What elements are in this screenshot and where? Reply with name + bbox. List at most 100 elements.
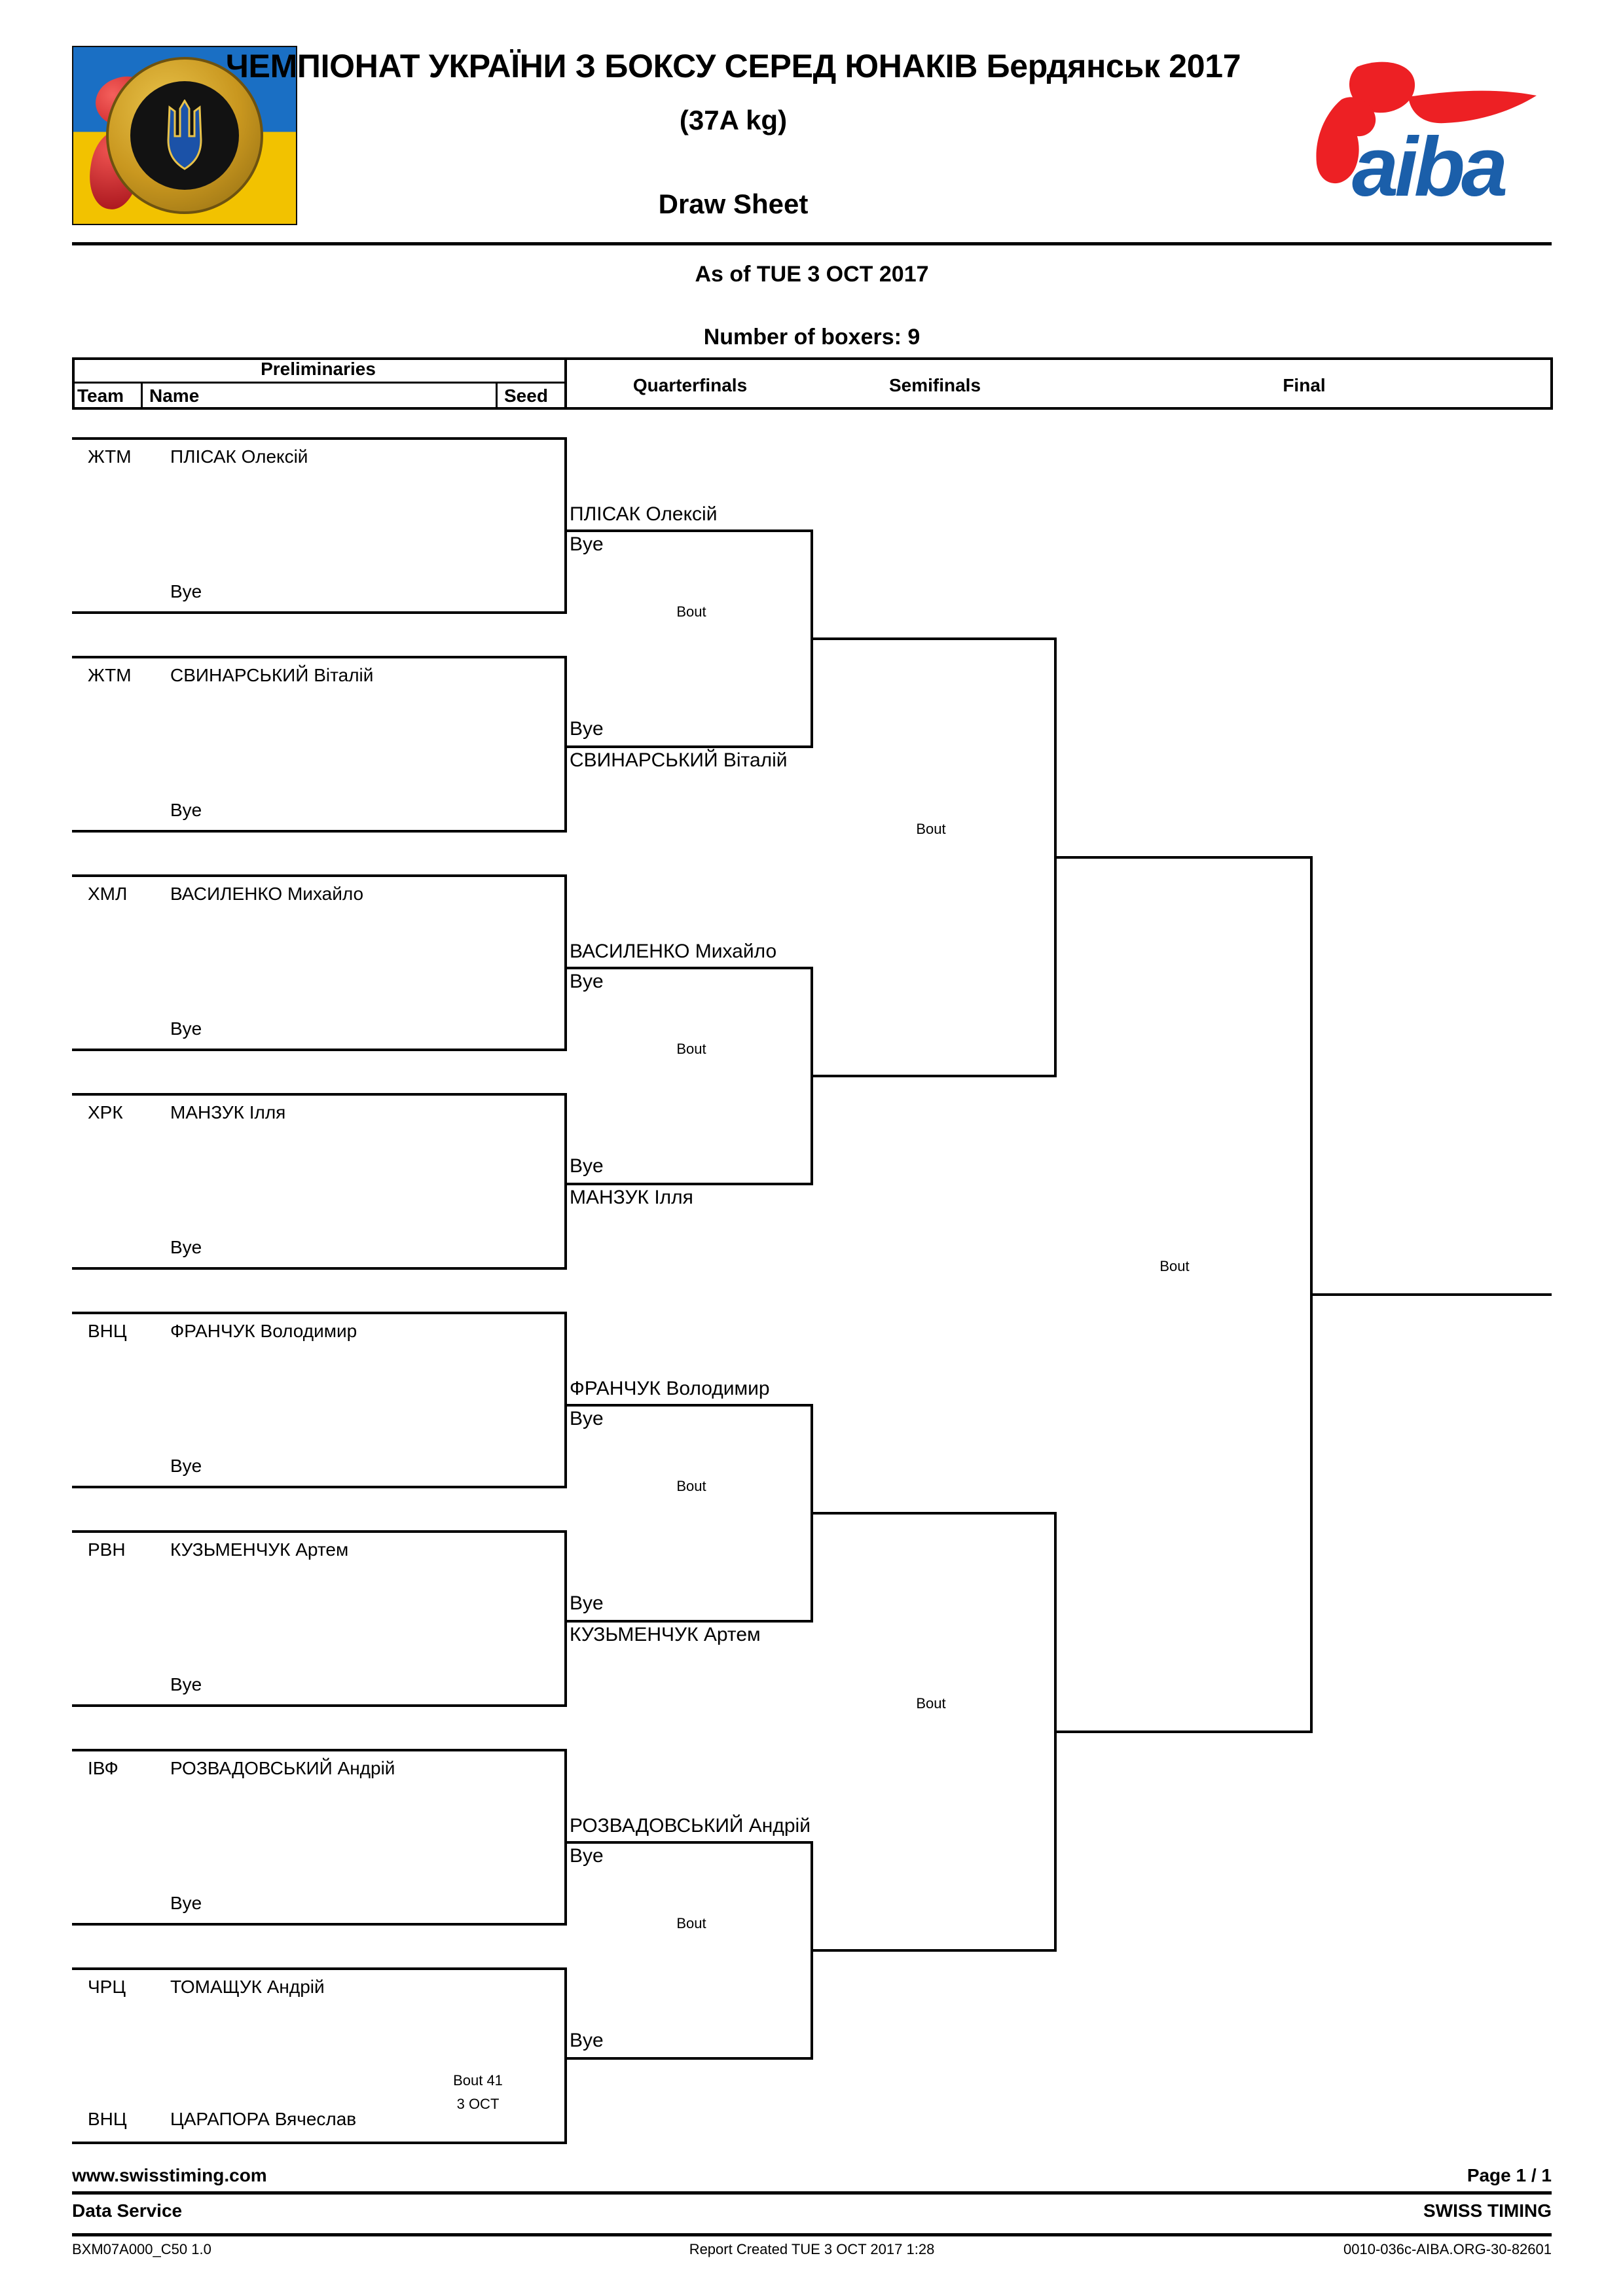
- aiba-swoosh-icon: [1316, 62, 1537, 184]
- prelim-right-rule: [564, 1312, 567, 1488]
- column-header-semifinals: Semifinals: [888, 375, 981, 395]
- qf-advancing-name: ВАСИЛЕНКО Михайло: [570, 941, 777, 962]
- column-header-seed: Seed: [498, 384, 567, 410]
- prelim-bottom-rule: [72, 1486, 567, 1488]
- qf-bout-label: Bout: [676, 1041, 706, 1057]
- qf-slot-bye: Bye: [570, 2030, 604, 2051]
- qf-slot-bye: Bye: [570, 718, 604, 740]
- qf-slot-bye: Bye: [570, 1408, 604, 1429]
- as-of-date: As of TUE 3 OCT 2017: [695, 262, 929, 287]
- prelim-boxer-name: КУЗЬМЕНЧУК Артем: [170, 1539, 349, 1560]
- footer-data-service: Data Service: [72, 2200, 183, 2221]
- prelim-right-rule: [564, 1530, 567, 1707]
- footer-reference: 0010-036c-AIBA.ORG-30-82601: [1343, 2241, 1552, 2257]
- prelim-bout-date: 3 OCT: [456, 2096, 500, 2112]
- prelim-opponent-bye: Bye: [170, 800, 202, 820]
- prelim-bottom-rule: [72, 611, 567, 614]
- qf-top-rule: [567, 1841, 813, 1844]
- qf-advancing-name: ФРАНЧУК Володимир: [570, 1378, 770, 1399]
- qf-bottom-rule: [567, 1183, 813, 1185]
- federation-seal-ring: [106, 57, 263, 214]
- qf-bottom-rule: [567, 2057, 813, 2060]
- page-header: ЧЕМПІОНАТ УКРАЇНИ З БОКСУ СЕРЕД ЮНАКІВ Б…: [0, 0, 1623, 245]
- qf-slot-bye: Bye: [570, 1155, 604, 1177]
- qf-advancing-name: ПЛІСАК Олексій: [570, 503, 718, 525]
- prelim-bottom-rule: [72, 830, 567, 833]
- prelim-boxer-name: ПЛІСАК Олексій: [170, 446, 308, 467]
- header-divider: [72, 242, 1552, 245]
- qf-advancing-name: МАНЗУК Ілля: [570, 1187, 693, 1208]
- weight-class-label: (37A kg): [679, 105, 788, 135]
- page-title: ЧЕМПІОНАТ УКРАЇНИ З БОКСУ СЕРЕД ЮНАКІВ Б…: [225, 48, 1241, 84]
- sf-right-rule: [1054, 637, 1057, 1077]
- prelim-team-code: ВНЦ: [88, 2109, 127, 2129]
- federation-logo: [72, 46, 297, 225]
- qf-bout-label: Bout: [676, 1478, 706, 1494]
- prelim-bout-number: Bout 41: [453, 2072, 503, 2089]
- prelim-team-code: ХМЛ: [88, 884, 128, 904]
- qf-top-rule: [567, 529, 813, 532]
- qf-bottom-rule: [567, 745, 813, 748]
- prelim-opponent-bye: Bye: [170, 1893, 202, 1913]
- column-header-quarterfinals: Quarterfinals: [632, 375, 748, 395]
- prelim-right-rule: [564, 656, 567, 833]
- prelim-top-rule: [72, 1530, 567, 1533]
- qf-bottom-rule: [567, 1620, 813, 1623]
- prelim-right-rule: [564, 874, 567, 1051]
- qf-right-rule: [811, 1404, 813, 1623]
- prelim-right-rule: [564, 437, 567, 614]
- prelim-boxer-name: ЦАРАПОРА Вячеслав: [170, 2109, 357, 2129]
- prelim-bottom-rule: [72, 1049, 567, 1051]
- prelim-boxer-name: ТОМАЩУК Андрій: [170, 1977, 325, 1997]
- trident-icon: [167, 99, 202, 170]
- footer-divider-top: [72, 2191, 1552, 2195]
- final-top-rule: [1057, 856, 1313, 859]
- prelim-opponent-bye: Bye: [170, 1018, 202, 1039]
- champion-line: [1313, 1293, 1552, 1296]
- prelim-bottom-rule: [72, 1923, 567, 1926]
- prelim-right-rule: [564, 1093, 567, 1270]
- qf-right-rule: [811, 529, 813, 748]
- qf-slot-bye: Bye: [570, 971, 604, 992]
- aiba-wordmark: aiba: [1352, 120, 1508, 214]
- prelim-right-rule: [564, 1749, 567, 1926]
- prelim-team-code: ЖТМ: [88, 446, 132, 467]
- final-right-rule: [1310, 856, 1313, 1733]
- footer-website[interactable]: www.swisstiming.com: [72, 2165, 267, 2185]
- prelim-top-rule: [72, 1967, 567, 1970]
- qf-slot-bye: Bye: [570, 1845, 604, 1867]
- prelim-opponent-bye: Bye: [170, 1456, 202, 1476]
- column-header-table: [72, 357, 1553, 410]
- final-bottom-rule: [1057, 1731, 1313, 1733]
- prelim-opponent-bye: Bye: [170, 1237, 202, 1257]
- aiba-logo: aiba: [1280, 52, 1542, 216]
- prelim-boxer-name: РОЗВАДОВСЬКИЙ Андрій: [170, 1758, 395, 1778]
- qf-bout-label: Bout: [676, 603, 706, 620]
- footer-report-created: Report Created TUE 3 OCT 2017 1:28: [689, 2241, 935, 2257]
- prelim-team-code: ІВФ: [88, 1758, 119, 1778]
- prelim-right-rule: [564, 1967, 567, 2144]
- prelim-boxer-name: МАНЗУК Ілля: [170, 1102, 286, 1122]
- sf-bout-label: Bout: [916, 1695, 946, 1712]
- sf-right-rule: [1054, 1512, 1057, 1952]
- prelim-top-rule: [72, 874, 567, 877]
- column-header-preliminaries: Preliminaries: [72, 357, 567, 384]
- qf-right-rule: [811, 1841, 813, 2060]
- prelim-top-rule: [72, 656, 567, 658]
- prelim-bottom-rule: [72, 1267, 567, 1270]
- prelim-opponent-bye: Bye: [170, 581, 202, 601]
- column-header-team: Team: [72, 384, 143, 410]
- sf-bottom-rule: [813, 1949, 1057, 1952]
- sf-top-rule: [813, 637, 1057, 640]
- qf-slot-bye: Bye: [570, 533, 604, 555]
- prelim-top-rule: [72, 437, 567, 440]
- prelim-top-rule: [72, 1093, 567, 1096]
- footer-company: SWISS TIMING: [1423, 2200, 1552, 2221]
- prelim-team-code: ХРК: [88, 1102, 123, 1122]
- sheet-type-label: Draw Sheet: [658, 188, 809, 219]
- final-bout-label: Bout: [1159, 1258, 1190, 1274]
- prelim-top-rule: [72, 1749, 567, 1751]
- sf-bout-label: Bout: [916, 821, 946, 837]
- qf-advancing-name: РОЗВАДОВСЬКИЙ Андрій: [570, 1815, 811, 1837]
